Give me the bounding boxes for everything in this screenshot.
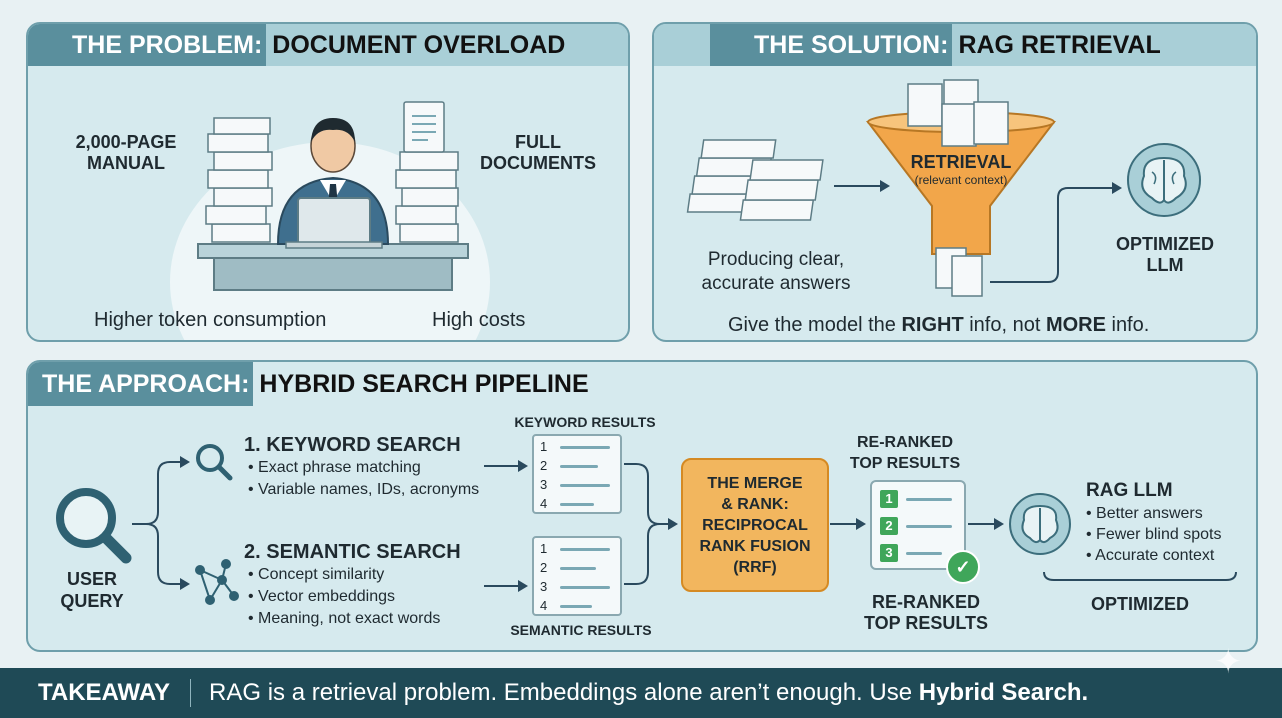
takeaway-footer: TAKEAWAY RAG is a retrieval problem. Emb… — [0, 668, 1282, 718]
tagline-right: RIGHT — [901, 314, 964, 336]
keyword-results-list: 1 2 3 4 — [532, 434, 622, 514]
solution-title-a: THE SOLUTION: — [710, 24, 953, 66]
reranked-1: 1 — [880, 490, 898, 508]
rrf-merge-box: THE MERGE & RANK: RECIPROCAL RANK FUSION… — [681, 458, 829, 592]
retrieval-label: RETRIEVAL — [910, 152, 1012, 172]
tagline-part-3: info. — [1105, 314, 1150, 336]
semantic-result-1: 1 — [540, 541, 548, 556]
keyword-line-4 — [560, 503, 594, 506]
reranked-bottom-label: RE-RANKED TOP RESULTS — [864, 592, 989, 633]
takeaway-text: RAG is a retrieval problem. Embeddings a… — [209, 679, 1088, 707]
semantic-line-2 — [560, 567, 596, 570]
user-query-label: USER QUERY — [60, 569, 124, 611]
semantic-result-4: 4 — [540, 598, 548, 613]
semantic-result-2: 2 — [540, 560, 548, 575]
solution-tagline: Give the model the RIGHT info, not MORE … — [728, 314, 1149, 337]
reranked-line-2 — [906, 525, 952, 528]
semantic-line-1 — [560, 548, 610, 551]
approach-title-a: THE APPROACH: — [28, 362, 254, 406]
rrf-merge-label: THE MERGE & RANK: RECIPROCAL RANK FUSION… — [699, 474, 811, 576]
takeaway-text-main: RAG is a retrieval problem. Embeddings a… — [209, 679, 919, 706]
takeaway-text-bold: Hybrid Search. — [918, 679, 1089, 706]
keyword-search-title: 1. KEYWORD SEARCH — [244, 434, 461, 456]
rag-llm-point-2: • Fewer blind spots — [1086, 526, 1222, 543]
reranked-line-1 — [906, 498, 952, 501]
token-consumption-label: Higher token consumption — [94, 309, 327, 331]
retrieval-funnel-illustration — [686, 79, 1201, 297]
approach-title-b: HYBRID SEARCH PIPELINE — [259, 369, 589, 398]
keyword-result-3: 3 — [540, 477, 548, 492]
keyword-results-label: KEYWORD RESULTS — [514, 414, 656, 430]
problem-panel: THE PROBLEM: DOCUMENT OVERLOAD — [26, 22, 630, 342]
problem-title-a: THE PROBLEM: — [28, 24, 267, 66]
tagline-part-2: info, not — [963, 314, 1046, 336]
semantic-result-3: 3 — [540, 579, 548, 594]
reranked-line-3 — [906, 552, 942, 555]
sparkle-icon: ✦ — [1214, 643, 1243, 681]
retrieval-sublabel: (relevant context) — [914, 173, 1008, 187]
reranked-results-list: 1 2 3 — [870, 480, 966, 570]
solution-panel: THE SOLUTION: RAG RETRIEVAL — [652, 22, 1258, 342]
solution-title-b: RAG RETRIEVAL — [952, 24, 1181, 66]
semantic-line-4 — [560, 605, 592, 608]
documents-label: FULL DOCUMENTS — [480, 132, 596, 173]
overloaded-worker-illustration — [170, 101, 490, 340]
semantic-results-list: 1 2 3 4 — [532, 536, 622, 616]
keyword-line-1 — [560, 446, 610, 449]
keyword-point-1: • Exact phrase matching — [248, 459, 421, 476]
reranked-top-label: RE-RANKED TOP RESULTS — [849, 434, 961, 472]
reranked-3: 3 — [880, 544, 898, 562]
semantic-point-3: • Meaning, not exact words — [248, 610, 441, 627]
semantic-point-1: • Concept similarity — [248, 566, 385, 583]
check-icon: ✓ — [946, 550, 980, 584]
rag-llm-point-3: • Accurate context — [1086, 547, 1215, 564]
takeaway-divider — [190, 679, 192, 707]
semantic-point-2: • Vector embeddings — [248, 588, 396, 605]
tagline-part-1: Give the model the — [728, 314, 902, 336]
keyword-result-2: 2 — [540, 458, 548, 473]
optimized-llm-label: OPTIMIZED LLM — [1116, 234, 1214, 275]
approach-header: THE APPROACH: HYBRID SEARCH PIPELINE — [28, 362, 609, 406]
keyword-point-2: • Variable names, IDs, acronyms — [248, 481, 480, 498]
rag-llm-title: RAG LLM — [1086, 480, 1173, 501]
reranked-2: 2 — [880, 517, 898, 535]
semantic-search-title: 2. SEMANTIC SEARCH — [244, 541, 461, 563]
semantic-line-3 — [560, 586, 610, 589]
takeaway-label: TAKEAWAY — [38, 679, 171, 706]
keyword-result-1: 1 — [540, 439, 548, 454]
problem-title-b: DOCUMENT OVERLOAD — [266, 24, 586, 66]
semantic-results-label: SEMANTIC RESULTS — [510, 622, 652, 638]
manual-label: 2,000-PAGE MANUAL — [75, 132, 177, 173]
optimized-label: OPTIMIZED — [1091, 594, 1189, 614]
high-costs-label: High costs — [432, 309, 526, 331]
keyword-line-3 — [560, 484, 610, 487]
tagline-more: MORE — [1045, 314, 1106, 336]
solution-header: THE SOLUTION: RAG RETRIEVAL — [710, 24, 1181, 66]
answers-label: Producing clear, accurate answers — [701, 249, 851, 294]
keyword-line-2 — [560, 465, 598, 468]
keyword-result-4: 4 — [540, 496, 548, 511]
problem-header: THE PROBLEM: DOCUMENT OVERLOAD — [28, 24, 586, 66]
rag-llm-point-1: • Better answers — [1086, 505, 1203, 522]
